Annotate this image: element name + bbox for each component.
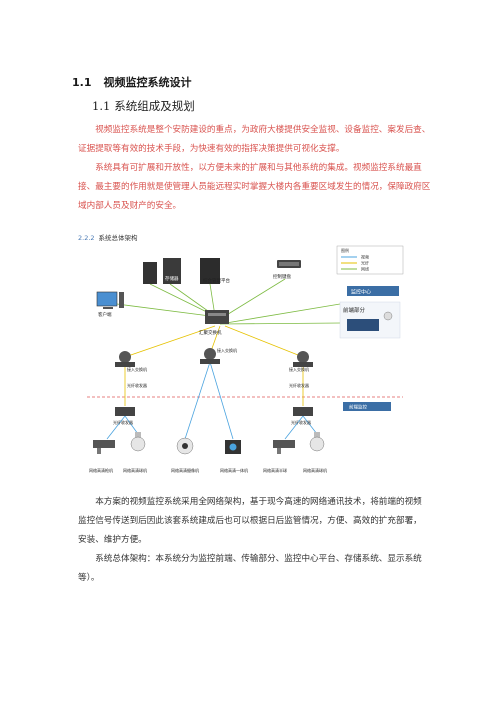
system-architecture-diagram: 存储器 综合管理平台 控制键盘 客户端 汇聚交换机 图例 视频 光纤 网线 监控… xyxy=(87,245,404,473)
label-cam3: 网络高清摄像机 xyxy=(171,467,199,473)
paragraph-composition: 系统总体架构：本系统分为监控前端、传输部分、监控中心平台、存储系统、显示系统等）… xyxy=(78,554,422,583)
label-access-switch-left: 接入交换机 xyxy=(127,366,147,372)
dome-camera-icon xyxy=(383,311,393,321)
heading-title: 系统组成及规划 xyxy=(114,99,195,113)
label-keyboard: 控制键盘 xyxy=(273,273,291,280)
label-cam1: 网络高清枪机 xyxy=(89,467,113,473)
paragraph-architecture: 本方案的视频监控系统采用全网络架构，基于现今高速的网络通讯技术，将前端的视频监控… xyxy=(78,497,422,545)
bullet-camera-icon xyxy=(273,440,295,454)
label-front-part: 前端部分 xyxy=(343,306,366,314)
label-transceiver-right: 光纤收发器 xyxy=(289,382,309,388)
label-cam4: 网络高清一体机 xyxy=(220,467,248,473)
label-access-switch-mid: 接入交换机 xyxy=(217,347,237,353)
caption-number: 2.2.2 xyxy=(78,234,95,242)
server-icon xyxy=(200,258,220,284)
legend-title: 图例 xyxy=(341,247,349,253)
front-zone-banner xyxy=(343,402,391,411)
heading-number: 1.1 xyxy=(92,99,111,113)
label-platform: 综合管理平台 xyxy=(203,277,230,284)
dome-camera-icon xyxy=(176,437,194,455)
paragraph-scalability: 系统具有可扩展和开放性，以方便未来的扩展和与其他系统的集成。视频监控系统最直接、… xyxy=(78,163,431,211)
label-storage: 存储器 xyxy=(165,275,179,282)
control-keyboard-icon xyxy=(277,260,301,268)
legend-network: 网线 xyxy=(361,266,369,272)
label-cam2: 网络高清球机 xyxy=(123,467,147,473)
access-switch-left-icon xyxy=(115,351,135,367)
label-cam5: 网络高清半球 xyxy=(263,467,287,473)
bullet-camera-icon xyxy=(93,440,115,454)
access-switch-right-icon xyxy=(293,351,313,367)
access-switch-mid-icon xyxy=(200,348,220,364)
legend-fiber: 光纤 xyxy=(361,260,369,266)
storage-icon xyxy=(143,258,181,284)
heading-number: 1.1 xyxy=(72,76,92,89)
core-switch-icon xyxy=(205,310,229,324)
label-client: 客户端 xyxy=(98,311,112,318)
paragraph-intro: 视频监控系统是整个安防建设的重点，为政府大楼提供安全监视、设备监控、案发后查、证… xyxy=(78,125,431,154)
label-enc-left: 光纤收发器 xyxy=(113,419,133,425)
label-monitor-center: 监控中心 xyxy=(351,289,371,296)
label-front-zone: 前端监控 xyxy=(349,404,367,411)
speed-dome-camera-icon xyxy=(130,432,146,452)
label-enc-right: 光纤收发器 xyxy=(291,419,311,425)
encoder-left-icon xyxy=(115,407,135,416)
caption-title: 系统总体架构 xyxy=(98,234,138,242)
encoder-right-icon xyxy=(293,407,313,416)
label-access-switch-right: 接入交换机 xyxy=(289,366,309,372)
heading-title: 视频监控系统设计 xyxy=(103,76,192,89)
legend-box: 图例 视频 光纤 网线 xyxy=(336,245,404,275)
monitor-center-banner xyxy=(347,286,399,296)
legend-video: 视频 xyxy=(361,254,369,260)
label-cam6: 网络高清球机 xyxy=(303,467,327,473)
video-wall-icon xyxy=(347,319,379,331)
speed-dome-camera-icon xyxy=(309,432,325,452)
section-heading-1: 1.1 视频监控系统设计 xyxy=(72,74,192,90)
label-transceiver-left: 光纤收发器 xyxy=(127,382,147,388)
box-camera-icon xyxy=(225,440,241,454)
label-core-switch: 汇聚交换机 xyxy=(199,329,222,336)
client-pc-icon xyxy=(96,291,124,309)
